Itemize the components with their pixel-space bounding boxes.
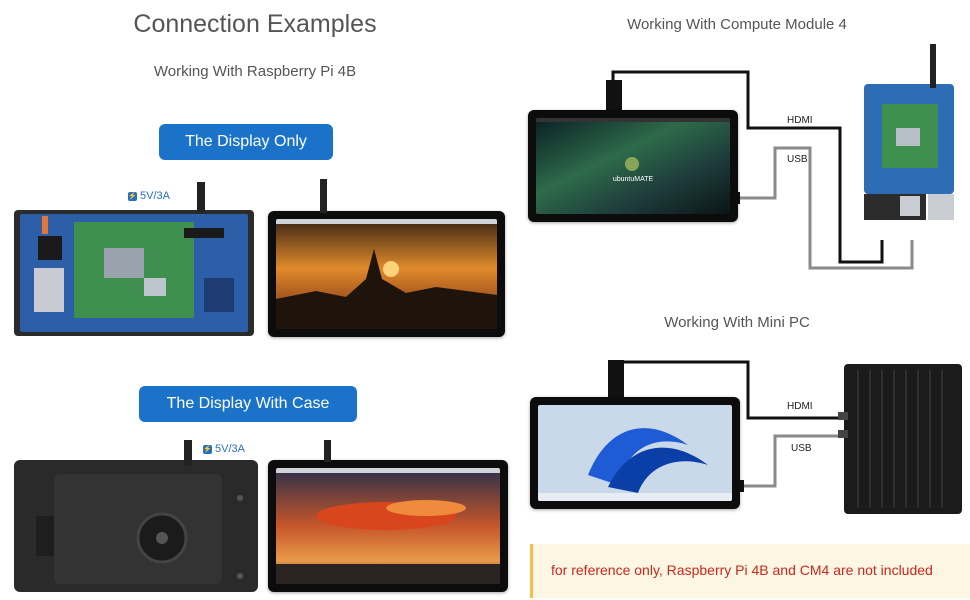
board-back-image xyxy=(14,210,254,336)
display-front-windows xyxy=(530,397,740,509)
mini-pc-box xyxy=(838,364,962,514)
clouds-wallpaper xyxy=(276,468,500,584)
cm4-board xyxy=(864,44,954,220)
cm4-power-cable xyxy=(930,44,936,88)
display-front-sunset xyxy=(268,179,505,337)
power-badge-case-label: 5V/3A xyxy=(215,443,245,455)
power-badge-case: ⚡ 5V/3A xyxy=(203,443,245,455)
power-icon: ⚡ xyxy=(128,191,137,201)
power-icon: ⚡ xyxy=(203,444,212,454)
minipc-usb-label: USB xyxy=(791,443,812,454)
display-front-ubuntu: ubuntuMATE xyxy=(528,110,738,222)
aurora-wallpaper xyxy=(536,118,730,214)
sunset-wallpaper xyxy=(276,219,497,329)
minipc-wiring xyxy=(608,360,838,492)
minipc-hdmi-label: HDMI xyxy=(787,401,813,412)
ubuntu-mate-label: ubuntuMATE xyxy=(612,176,654,183)
display-only-button[interactable]: The Display Only xyxy=(159,124,333,160)
reference-note: for reference only, Raspberry Pi 4B and … xyxy=(530,544,970,598)
power-badge-label: 5V/3A xyxy=(140,190,170,202)
cm4-subtitle: Working With Compute Module 4 xyxy=(627,16,847,33)
display-case-back xyxy=(14,440,258,592)
mini-pc-image xyxy=(838,364,962,514)
power-badge: ⚡ 5V/3A xyxy=(128,190,170,202)
minipc-subtitle: Working With Mini PC xyxy=(664,314,810,331)
rpi-subtitle: Working With Raspberry Pi 4B xyxy=(153,63,357,80)
hdmi-cable xyxy=(320,179,327,213)
display-with-case-button[interactable]: The Display With Case xyxy=(139,386,357,422)
power-cable-case xyxy=(184,440,192,466)
windows-wallpaper xyxy=(538,405,732,501)
power-cable xyxy=(197,182,205,212)
cm4-usb-label: USB xyxy=(787,154,808,165)
hdmi-cable-case xyxy=(324,440,331,462)
cm4-hdmi-label: HDMI xyxy=(787,115,813,126)
display-back-with-pi xyxy=(14,182,254,338)
cm4-board-image xyxy=(864,84,954,220)
display-front-clouds xyxy=(268,440,508,592)
page-title: Connection Examples xyxy=(133,10,377,38)
case-back-image xyxy=(14,460,258,592)
reference-note-text: for reference only, Raspberry Pi 4B and … xyxy=(551,562,933,578)
